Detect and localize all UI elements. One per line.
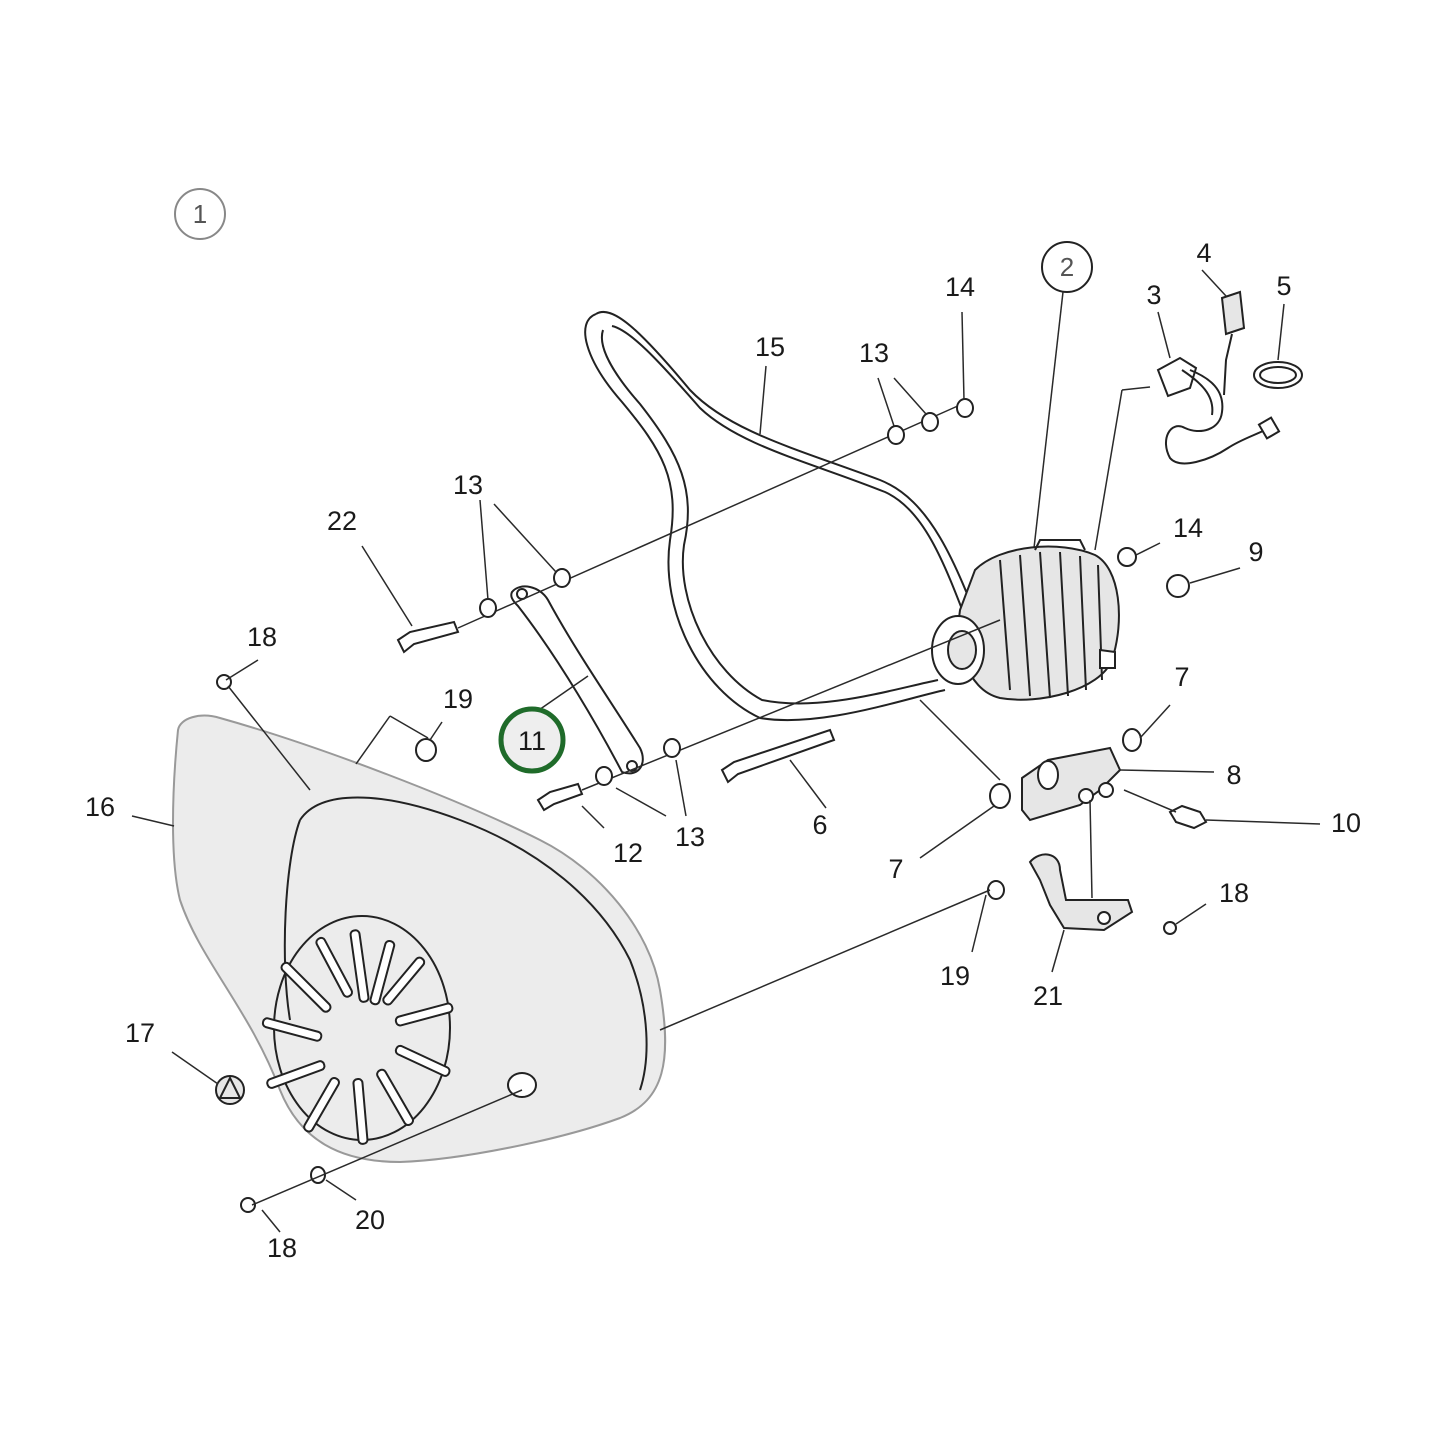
cover-vent-slots bbox=[261, 929, 454, 1145]
label-13-left: 13 bbox=[453, 470, 483, 500]
label-9: 9 bbox=[1248, 537, 1263, 567]
bolt-22 bbox=[396, 404, 961, 654]
label-5: 5 bbox=[1276, 271, 1291, 301]
bolt-10 bbox=[1123, 789, 1208, 830]
label-22: 22 bbox=[327, 506, 357, 536]
emblem bbox=[215, 1075, 245, 1105]
label-8: 8 bbox=[1226, 760, 1241, 790]
label-14-top: 14 bbox=[945, 272, 975, 302]
adjustment-arm bbox=[510, 585, 644, 775]
label-10: 10 bbox=[1331, 808, 1361, 838]
label-16: 16 bbox=[85, 792, 115, 822]
label-13-top: 13 bbox=[859, 338, 889, 368]
highlighted-part-11[interactable]: 11 bbox=[498, 706, 566, 774]
label-6: 6 bbox=[812, 810, 827, 840]
label-3: 3 bbox=[1146, 280, 1161, 310]
connector bbox=[1220, 290, 1246, 396]
cable-tie bbox=[1253, 361, 1303, 389]
label-15: 15 bbox=[755, 332, 785, 362]
bracket-8 bbox=[1021, 746, 1122, 822]
label-21: 21 bbox=[1033, 981, 1063, 1011]
callout-2: 2 bbox=[1033, 241, 1093, 549]
callout-1: 1 bbox=[174, 188, 226, 240]
label-18-left: 18 bbox=[247, 622, 277, 652]
label-7-top: 7 bbox=[1174, 662, 1189, 692]
label-18-bottom: 18 bbox=[267, 1233, 297, 1263]
washers bbox=[216, 398, 1190, 1213]
svg-text:1: 1 bbox=[193, 199, 207, 229]
leader-lines bbox=[131, 269, 1321, 1233]
drive-belt bbox=[584, 310, 986, 722]
label-12: 12 bbox=[613, 838, 643, 868]
label-17: 17 bbox=[125, 1018, 155, 1048]
svg-text:11: 11 bbox=[518, 726, 546, 756]
bracket-21 bbox=[1028, 799, 1134, 932]
label-20: 20 bbox=[355, 1205, 385, 1235]
bolt-6 bbox=[720, 728, 836, 784]
bolt-12 bbox=[536, 619, 1001, 812]
label-18-right: 18 bbox=[1219, 878, 1249, 908]
label-4: 4 bbox=[1196, 238, 1211, 268]
label-7-bottom: 7 bbox=[888, 854, 903, 884]
svg-text:2: 2 bbox=[1060, 252, 1074, 282]
fan-cover bbox=[172, 714, 667, 1164]
label-19-left: 19 bbox=[443, 684, 473, 714]
wiring-harness bbox=[1156, 356, 1281, 465]
label-19-bottom: 19 bbox=[940, 961, 970, 991]
label-14-right: 14 bbox=[1173, 513, 1203, 543]
label-13-bottom: 13 bbox=[675, 822, 705, 852]
alternator bbox=[931, 539, 1120, 701]
part-labels: 3 4 5 6 7 7 8 9 10 12 13 13 13 14 14 15 … bbox=[85, 238, 1361, 1263]
